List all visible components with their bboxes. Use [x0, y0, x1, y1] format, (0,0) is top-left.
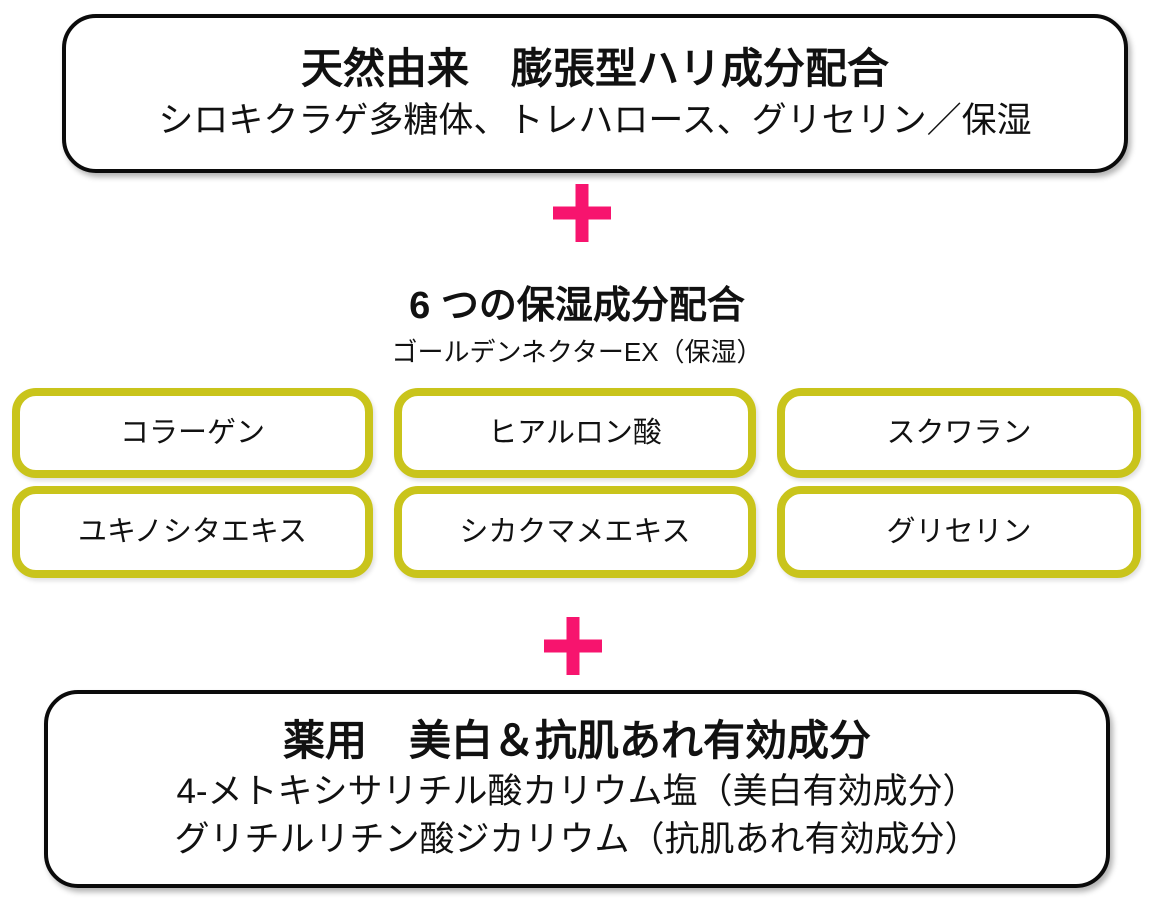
plus-icon: [544, 617, 602, 675]
plus-icon: [553, 184, 611, 242]
whitening-active-line: 4-メトキシサリチル酸カリウム塩（美白有効成分）: [176, 772, 978, 812]
ingredient-box-hyaluronic-acid: ヒアルロン酸: [394, 388, 756, 478]
moisture-section-subheading: ゴールデンネクターEX（保湿）: [391, 337, 763, 367]
medicated-actives-title: 薬用 美白＆抗肌あれ有効成分: [282, 717, 871, 765]
ingredient-box-squalane: スクワラン: [777, 388, 1141, 478]
ingredient-box-collagen: コラーゲン: [12, 388, 373, 478]
ingredient-grid: コラーゲン ヒアルロン酸 スクワラン ユキノシタエキス シカクマメエキス グリセ…: [12, 388, 1142, 578]
ingredient-box-glycerin: グリセリン: [777, 486, 1141, 578]
natural-ingredients-title: 天然由来 膨張型ハリ成分配合: [300, 45, 889, 93]
ingredient-box-winged-bean-extract: シカクマメエキス: [394, 486, 756, 578]
anti-roughness-active-line: グリチルリチン酸ジカリウム（抗肌あれ有効成分）: [174, 820, 980, 860]
moisture-section-heading: 6 つの保湿成分配合: [409, 285, 745, 327]
natural-ingredients-subtitle: シロキクラゲ多糖体、トレハロース、グリセリン／保湿: [158, 101, 1032, 141]
ingredient-box-saxifrage-extract: ユキノシタエキス: [12, 486, 373, 578]
natural-ingredients-box: 天然由来 膨張型ハリ成分配合 シロキクラゲ多糖体、トレハロース、グリセリン／保湿: [62, 14, 1128, 173]
medicated-actives-box: 薬用 美白＆抗肌あれ有効成分 4-メトキシサリチル酸カリウム塩（美白有効成分） …: [44, 690, 1110, 888]
